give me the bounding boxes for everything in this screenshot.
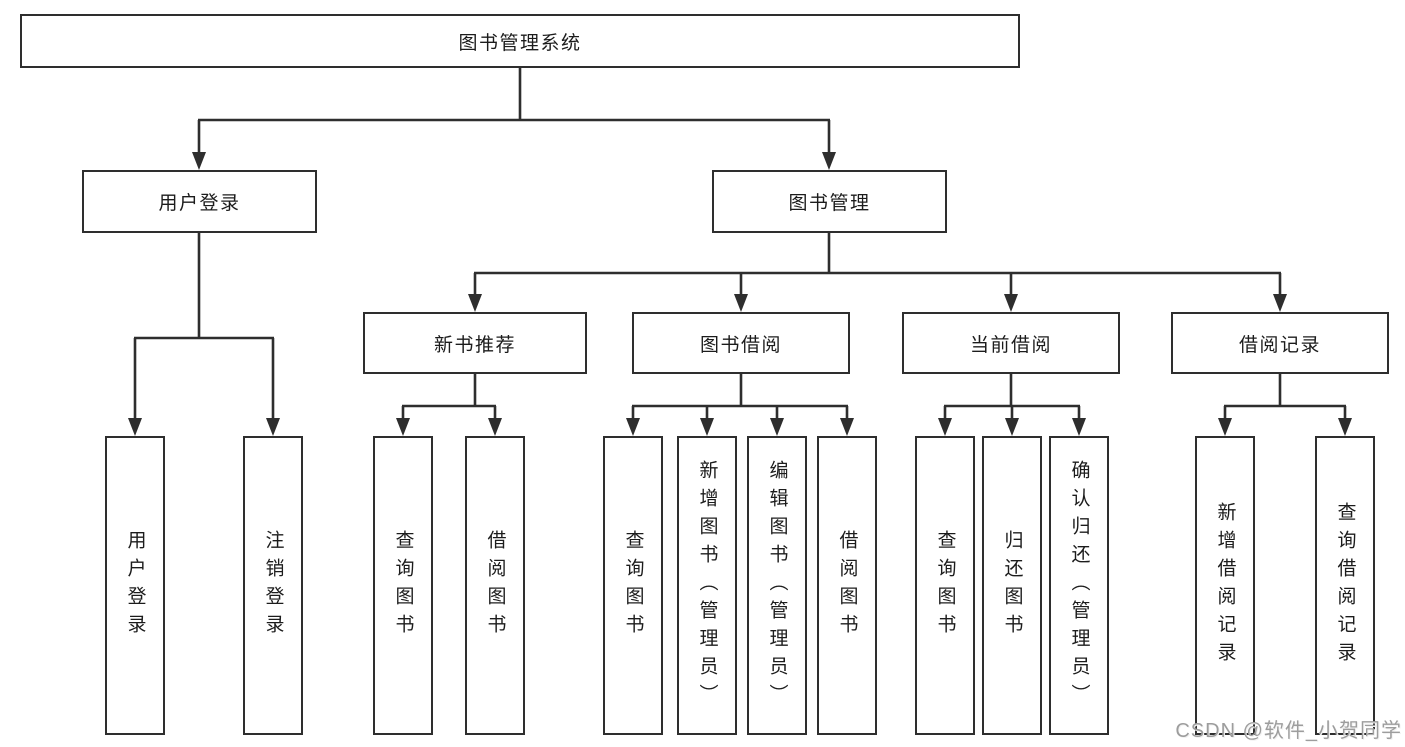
leaf-current-confirm-return-admin-label: 确认归还（管理员） bbox=[1068, 459, 1090, 712]
connector-stems-and-bars bbox=[133, 68, 1347, 421]
leaf-recommend-borrow-books: 借阅图书 bbox=[465, 436, 525, 735]
leaf-borrowing-edit-books-admin-label: 编辑图书（管理员） bbox=[766, 459, 788, 712]
leaf-borrowing-borrow-books: 借阅图书 bbox=[817, 436, 877, 735]
node-book-management: 图书管理 bbox=[712, 170, 947, 233]
leaf-records-add-record: 新增借阅记录 bbox=[1195, 436, 1255, 735]
node-book-borrowing-label: 图书借阅 bbox=[699, 334, 782, 356]
arrowhead-icons bbox=[128, 152, 1352, 436]
leaf-logout-label: 注销登录 bbox=[262, 529, 284, 642]
leaf-recommend-query-books-label: 查询图书 bbox=[392, 529, 414, 642]
node-user-login-label: 用户登录 bbox=[158, 193, 241, 214]
node-new-book-recommend-label: 新书推荐 bbox=[433, 334, 516, 356]
leaf-current-query-books-label: 查询图书 bbox=[934, 529, 956, 642]
node-book-borrowing: 图书借阅 bbox=[632, 312, 850, 374]
node-current-borrowing: 当前借阅 bbox=[902, 312, 1120, 374]
leaf-records-query-record-label: 查询借阅记录 bbox=[1334, 501, 1356, 670]
leaf-logout: 注销登录 bbox=[243, 436, 303, 735]
leaf-borrowing-query-books-label: 查询图书 bbox=[622, 529, 644, 642]
leaf-user-login-label: 用户登录 bbox=[124, 529, 146, 642]
leaf-records-add-record-label: 新增借阅记录 bbox=[1214, 501, 1236, 670]
node-library-system-label: 图书管理系统 bbox=[458, 32, 582, 54]
leaf-current-return-books-label: 归还图书 bbox=[1001, 529, 1023, 642]
node-new-book-recommend: 新书推荐 bbox=[363, 312, 587, 374]
node-borrow-records: 借阅记录 bbox=[1171, 312, 1389, 374]
leaf-borrowing-add-books-admin-label: 新增图书（管理员） bbox=[696, 459, 718, 712]
leaf-current-query-books: 查询图书 bbox=[915, 436, 975, 735]
leaf-current-confirm-return-admin: 确认归还（管理员） bbox=[1049, 436, 1109, 735]
leaf-user-login: 用户登录 bbox=[105, 436, 165, 735]
leaf-recommend-borrow-books-label: 借阅图书 bbox=[484, 529, 506, 642]
node-book-management-label: 图书管理 bbox=[788, 193, 871, 214]
leaf-records-query-record: 查询借阅记录 bbox=[1315, 436, 1375, 735]
leaf-borrowing-borrow-books-label: 借阅图书 bbox=[836, 529, 858, 642]
leaf-current-return-books: 归还图书 bbox=[982, 436, 1042, 735]
csdn-watermark: CSDN @软件_小贺同学 bbox=[1175, 720, 1402, 742]
leaf-borrowing-query-books: 查询图书 bbox=[603, 436, 663, 735]
node-user-login: 用户登录 bbox=[82, 170, 317, 233]
leaf-borrowing-add-books-admin: 新增图书（管理员） bbox=[677, 436, 737, 735]
node-borrow-records-label: 借阅记录 bbox=[1238, 334, 1321, 356]
node-library-system: 图书管理系统 bbox=[20, 14, 1020, 68]
node-current-borrowing-label: 当前借阅 bbox=[969, 334, 1052, 356]
leaf-borrowing-edit-books-admin: 编辑图书（管理员） bbox=[747, 436, 807, 735]
leaf-recommend-query-books: 查询图书 bbox=[373, 436, 433, 735]
